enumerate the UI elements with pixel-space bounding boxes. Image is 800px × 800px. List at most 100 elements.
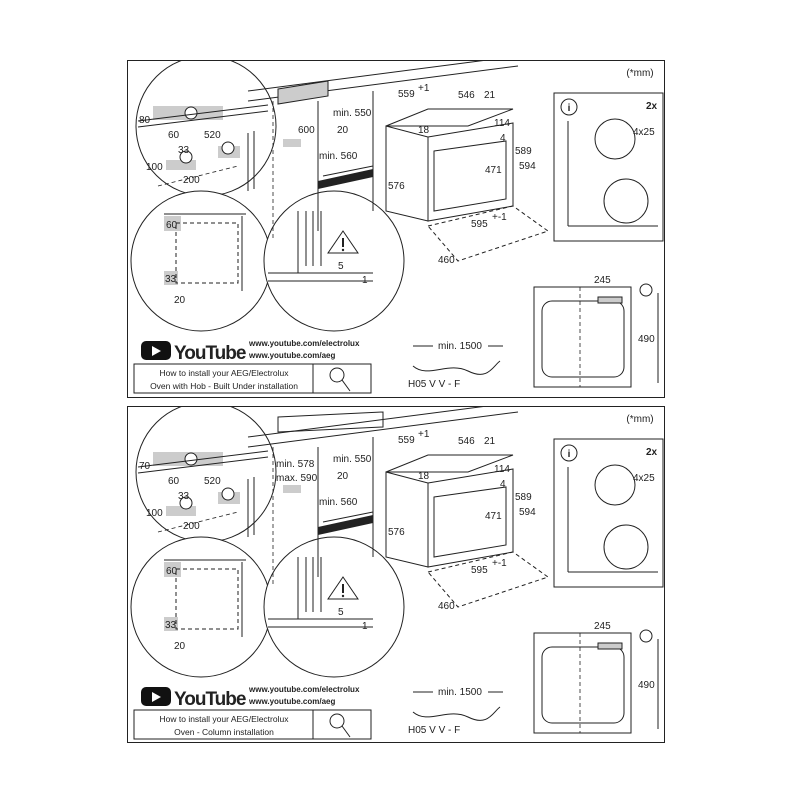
cable-min-length: min. 1500 [438, 341, 482, 352]
dim-200: 200 [183, 521, 200, 532]
dim-4: 4 [500, 479, 506, 490]
electric-socket-icon [179, 496, 193, 510]
dim-490: 490 [638, 334, 655, 345]
dim-520: 520 [204, 130, 221, 141]
oven-footprint [427, 551, 550, 608]
worktop-edge [137, 450, 269, 468]
dim-460: 460 [438, 601, 455, 612]
dim-576: 576 [388, 527, 405, 538]
detail-circle [130, 190, 272, 332]
oven-top [385, 454, 514, 473]
dim-100: 100 [146, 508, 163, 519]
dim-60: 60 [166, 566, 178, 577]
info-icon-glyph: i [568, 103, 571, 114]
dim-33: 33 [178, 145, 190, 156]
youtube-url-electrolux[interactable]: www.youtube.com/electrolux [248, 685, 360, 694]
search-icon-handle [341, 379, 351, 392]
dim-4: 4 [500, 133, 506, 144]
dim-520: 520 [204, 476, 221, 487]
youtube-url-aeg[interactable]: www.youtube.com/aeg [248, 697, 335, 706]
oven-side [385, 125, 429, 222]
dim-546: 546 [458, 90, 475, 101]
cabinet-floor [322, 511, 374, 523]
electric-socket-icon [184, 452, 198, 466]
front-frame [533, 286, 632, 388]
bracket-detail-circle [603, 524, 649, 570]
detail-circle [263, 190, 405, 332]
oven-window [433, 140, 507, 212]
info-icon-glyph: i [568, 449, 571, 460]
cabinet-floor [322, 165, 374, 177]
dim-559-tolerance: +1 [418, 83, 430, 94]
front-frame [533, 632, 632, 734]
search-icon [329, 713, 345, 729]
oven-footprint [427, 205, 550, 262]
dim-cabinet-height: 600 [298, 125, 315, 136]
oven-window [433, 486, 507, 558]
electric-socket-icon [179, 150, 193, 164]
dim-21: 21 [484, 90, 496, 101]
socket-zone [166, 160, 196, 170]
dim-245: 245 [594, 275, 611, 286]
dim-cabinet-height: min. 578 [276, 459, 315, 470]
socket-zone [283, 139, 301, 147]
play-icon [152, 692, 161, 702]
clearance-zone [164, 562, 181, 577]
dim-595: 595 [471, 565, 488, 576]
oven-outline [175, 222, 239, 284]
electric-socket-icon [184, 106, 198, 120]
dim-20: 20 [337, 471, 349, 482]
cable-type: H05 V V - F [408, 725, 460, 736]
dim-595-tolerance: +-1 [492, 558, 507, 569]
oven-front-view: 245 490 [533, 275, 659, 388]
dim-18: 18 [418, 125, 430, 136]
dim-1: 1 [362, 621, 368, 632]
screw-box-frame [553, 92, 664, 242]
dim-114: 114 [494, 464, 510, 475]
dim-5: 5 [338, 261, 344, 272]
caption-line-1: How to install your AEG/Electrolux [160, 714, 290, 724]
unit-note: (*mm) [626, 414, 653, 425]
detail-circle [263, 536, 405, 678]
gap-detail-callout: 51 [263, 190, 405, 332]
info-icon [560, 444, 578, 462]
dim-559-tolerance: +1 [418, 429, 430, 440]
dim-559: 559 [398, 89, 415, 100]
vent-strip [318, 169, 373, 189]
dim-100: 100 [146, 162, 163, 173]
dim-1: 1 [362, 275, 368, 286]
dim-595-tolerance: +-1 [492, 212, 507, 223]
warning-exclamation-dot [341, 248, 345, 252]
screw-detail-circle [594, 118, 636, 160]
dim-559: 559 [398, 435, 415, 446]
youtube-url-electrolux[interactable]: www.youtube.com/electrolux [248, 339, 360, 348]
screw-detail-circle [594, 464, 636, 506]
cable-line [412, 360, 501, 375]
door-outline [541, 300, 625, 378]
dim-200: 200 [183, 175, 200, 186]
warning-exclamation-dot [341, 594, 345, 598]
dim-socket-top: 70 [139, 461, 151, 472]
dim-471: 471 [485, 511, 502, 522]
worktop-edge [137, 104, 269, 122]
dim-min-560: min. 560 [319, 497, 358, 508]
dim-min-560: min. 560 [319, 151, 358, 162]
detail-circle [135, 407, 277, 543]
dim-18: 18 [418, 471, 430, 482]
youtube-url-aeg[interactable]: www.youtube.com/aeg [248, 351, 335, 360]
youtube-wordmark: YouTube [174, 343, 246, 364]
clearance-zone [164, 271, 178, 285]
